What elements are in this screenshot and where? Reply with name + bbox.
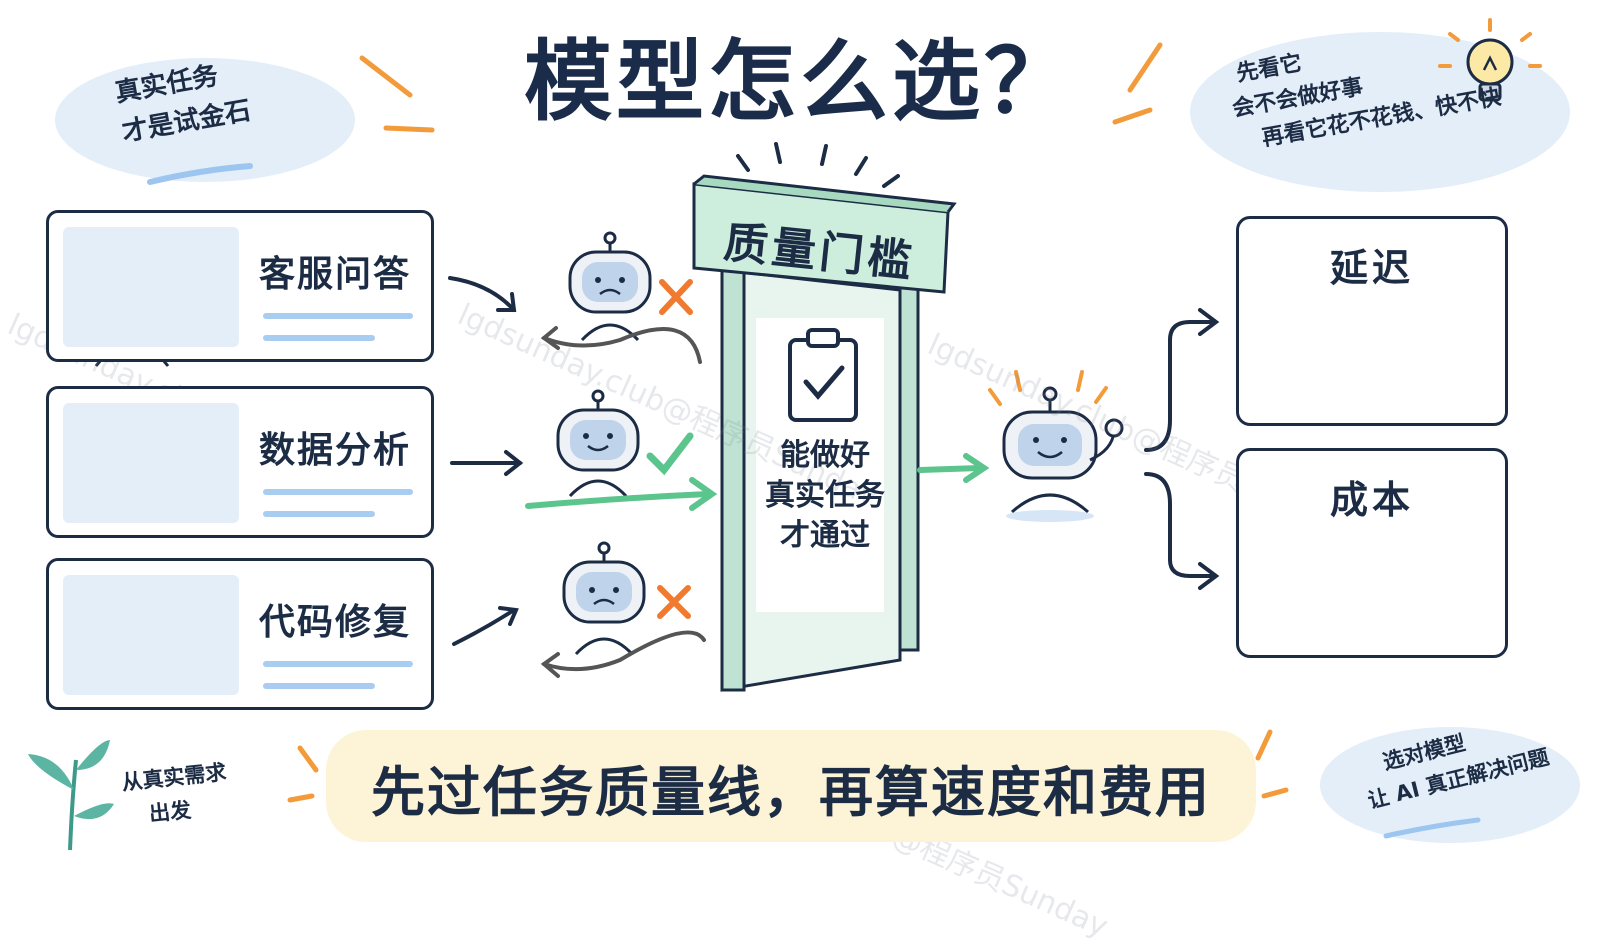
gate-text-line: 真实任务 xyxy=(765,478,885,513)
note-left-blob xyxy=(55,58,355,182)
note-bottom-right-underline xyxy=(1383,817,1481,839)
metric-label: 延迟 xyxy=(1329,246,1414,290)
plant-sprout-icon xyxy=(28,740,114,851)
quality-gate xyxy=(692,142,957,692)
gate-text-line: 能做好 xyxy=(780,438,870,473)
placeholder-line xyxy=(263,661,413,667)
metric-label: 成本 xyxy=(1329,478,1414,522)
task-label: 客服问答 xyxy=(259,254,412,295)
page-title: 模型怎么选？ xyxy=(523,30,1076,133)
banner-sparks xyxy=(287,729,1289,803)
lightbulb-icon xyxy=(1438,18,1542,102)
bottom-left-note-line1: 从真实需求 xyxy=(120,759,228,795)
note-left-underline xyxy=(147,163,253,185)
return-arrow-2 xyxy=(540,630,706,678)
task-illustration xyxy=(63,575,239,695)
task-label: 代码修复 xyxy=(259,602,412,643)
placeholder-line xyxy=(263,683,375,689)
robot-fail-1 xyxy=(568,231,652,342)
pass-check-icon xyxy=(646,432,694,476)
task-label: 数据分析 xyxy=(259,430,412,471)
banner-background xyxy=(326,730,1256,842)
pass-arrow xyxy=(525,477,718,511)
task-card-data-analysis: 数据分析 xyxy=(46,386,434,538)
gate-text: 能做好 真实任务 才通过 xyxy=(750,436,900,556)
metric-card-cost: 成本 xyxy=(1236,448,1508,658)
placeholder-line xyxy=(263,489,413,495)
metric-card-latency: 延迟 xyxy=(1236,216,1508,426)
clipboard-check-icon xyxy=(788,328,858,422)
branch-arrows xyxy=(1144,308,1220,590)
robot-fail-2 xyxy=(562,541,646,656)
placeholder-line xyxy=(263,313,413,319)
gate-to-robot-arrow xyxy=(917,453,990,483)
fail-x-icon-1 xyxy=(659,279,693,315)
banner-text: 先过任务质量线，再算速度和费用 xyxy=(371,761,1211,824)
placeholder-line xyxy=(263,335,375,341)
placeholder-line xyxy=(263,511,375,517)
card-to-robot-arrows xyxy=(448,276,524,646)
fail-x-icon-2 xyxy=(657,585,691,619)
task-illustration xyxy=(63,403,239,523)
task-illustration xyxy=(63,227,239,347)
bottom-left-note: 从真实需求 出发 xyxy=(120,755,232,834)
robot-passed-happy xyxy=(988,370,1124,522)
gate-text-line: 才通过 xyxy=(780,518,870,553)
robot-pass xyxy=(556,389,640,498)
return-arrow-1 xyxy=(540,326,702,364)
task-card-code-repair: 代码修复 xyxy=(46,558,434,710)
task-card-customer-service: 客服问答 xyxy=(46,210,434,362)
note-bottom-right-blob xyxy=(1320,727,1580,843)
title-sparks-left xyxy=(359,55,435,133)
title-sparks-right xyxy=(1112,42,1163,125)
